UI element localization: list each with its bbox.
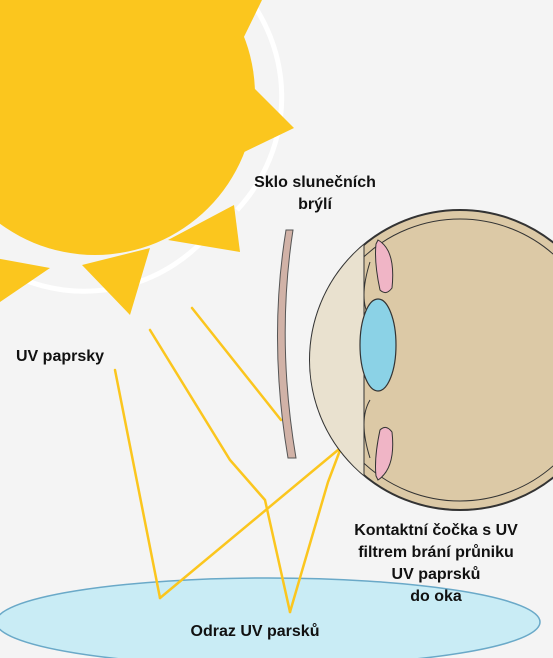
glasses-label-line: brýlí (298, 196, 332, 213)
water-surface (0, 577, 541, 658)
contact-lens-label-line: filtrem brání průniku (358, 544, 514, 561)
contact-lens-label-line: do oka (410, 588, 462, 605)
uv-rays (113, 306, 352, 614)
reflection-label: Odraz UV parsků (190, 623, 320, 640)
eye-icon (309, 209, 553, 511)
contact-lens-label-line: UV paprsků (391, 566, 481, 583)
uv-rays-label: UV paprsky (16, 348, 105, 365)
sunglasses-glass (277, 229, 297, 459)
contact-lens-label: Kontaktní čočka s UV filtrem brání průni… (320, 520, 552, 608)
glasses-label: Sklo slunečních brýlí (225, 172, 405, 216)
contact-lens-label-line: Kontaktní čočka s UV (354, 522, 518, 539)
glasses-label-line: Sklo slunečních (254, 174, 376, 191)
sun-icon (0, 0, 294, 315)
